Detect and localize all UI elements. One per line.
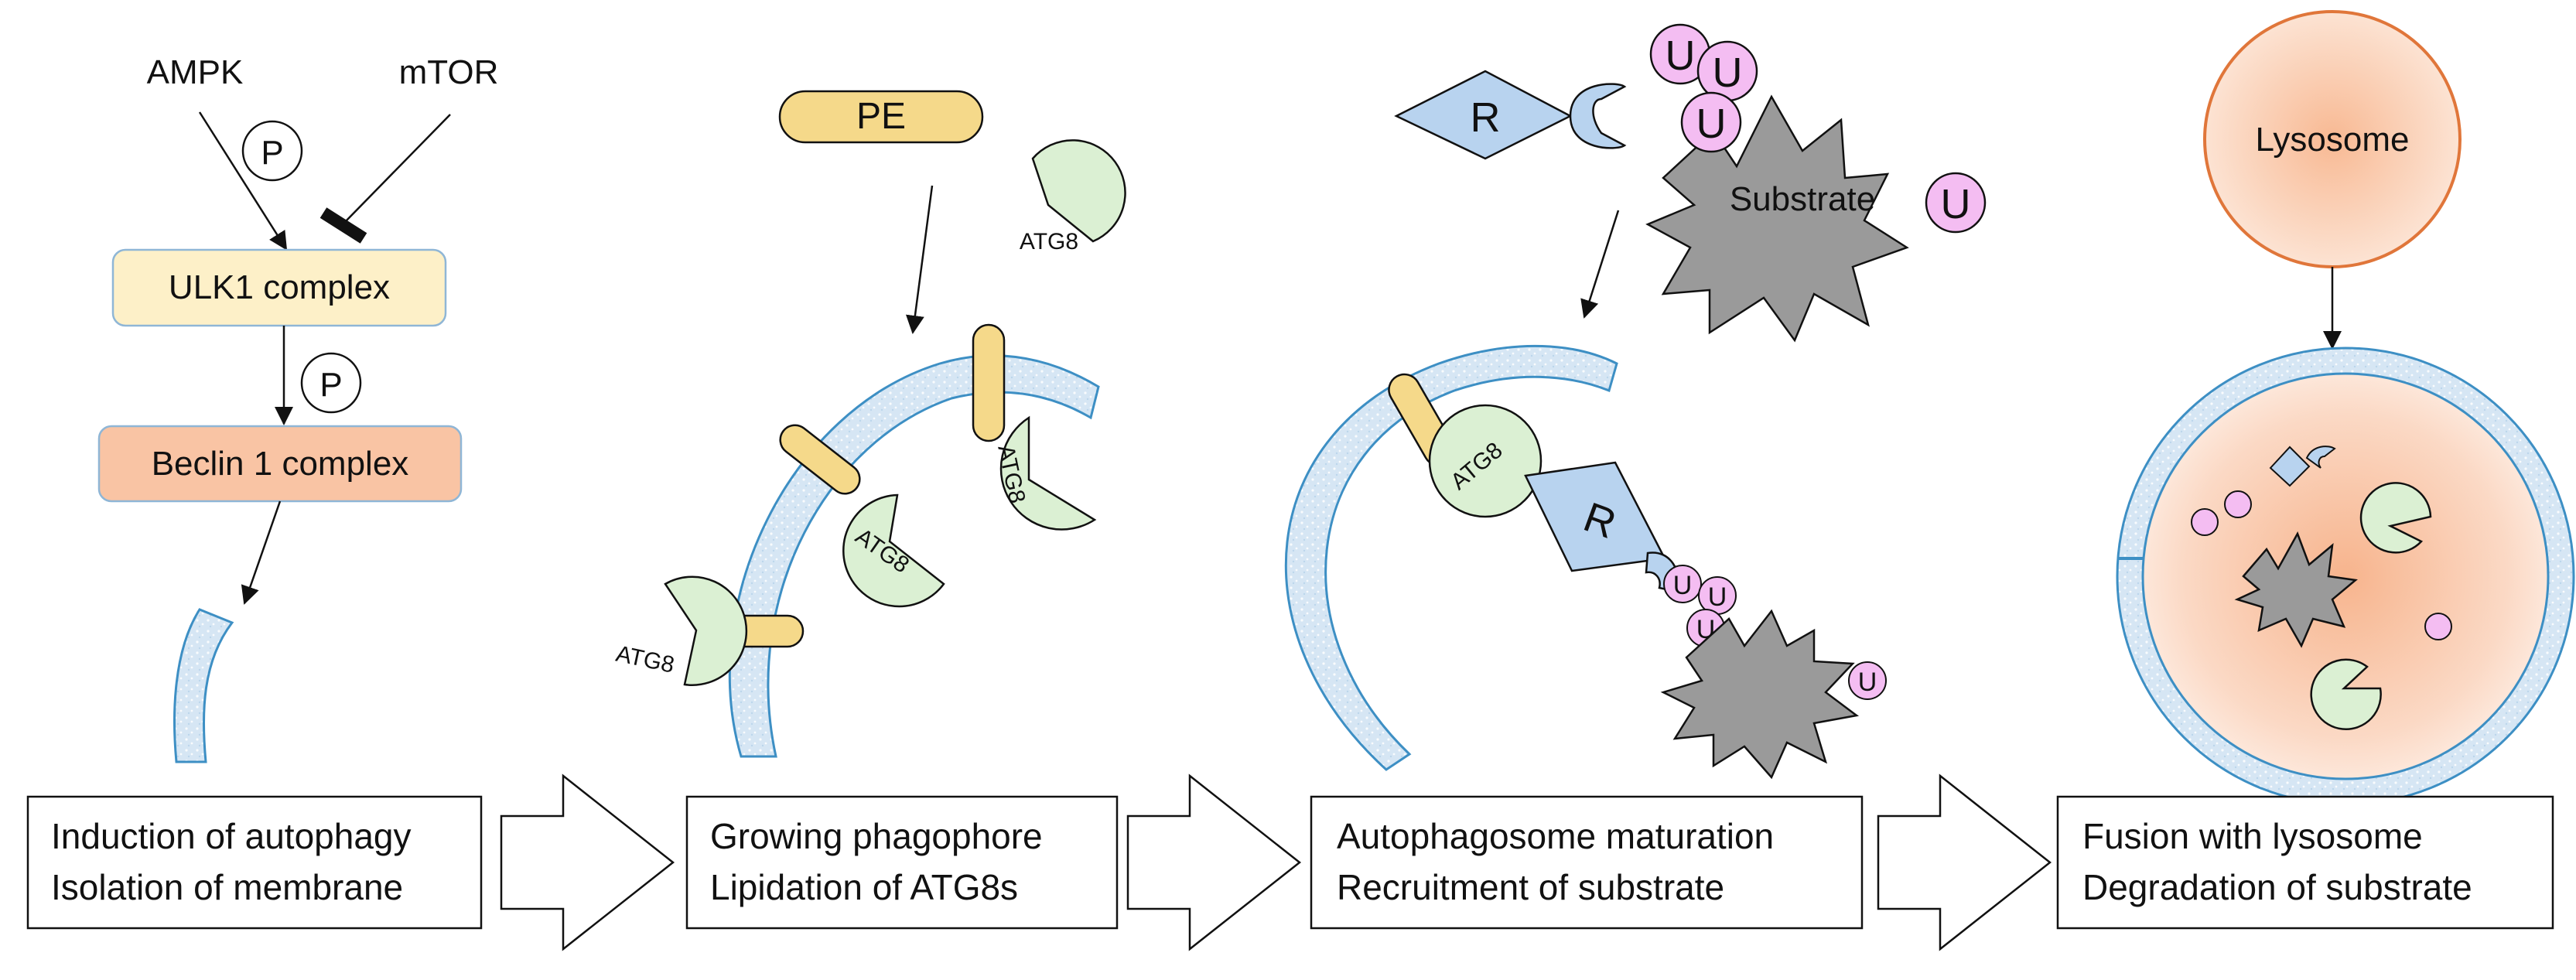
degraded-atg8 [2310, 658, 2382, 730]
ubiquitin-label: U [1673, 571, 1693, 600]
induction-panel: AMPK mTOR P ULK1 complex P Beclin 1 comp… [97, 53, 499, 763]
mtor-label: mTOR [399, 53, 499, 91]
atg8-free: ATG8 [1020, 139, 1126, 254]
recruitment-arrow [1580, 210, 1620, 319]
ubiquitin-label: U [1713, 50, 1743, 96]
growing-phagophore [728, 354, 1100, 758]
substrate-large: Substrate [1645, 94, 1909, 343]
ubiquitin-label: U [1696, 101, 1727, 147]
ulk1-complex-box [111, 248, 447, 327]
ampk-activation-arrow [198, 111, 288, 251]
beclin-to-membrane-arrow [241, 500, 282, 605]
fusion-panel: Lysosome [2116, 10, 2575, 806]
stage-line2: Lipidation of ATG8s [710, 867, 1018, 907]
substrate-bound [1660, 609, 1860, 780]
degraded-ubiquitin [2191, 508, 2219, 536]
anchored-atg8-complex: ATG8 R U U U U [1388, 373, 1887, 780]
stage-box-maturation: Autophagosome maturation Recruitment of … [1310, 795, 1864, 930]
stage-arrow [500, 773, 675, 951]
phospho-badge-2: P [300, 352, 362, 414]
stage-arrow [1126, 773, 1302, 951]
degraded-ubiquitin [2224, 490, 2252, 518]
pe-pill [778, 90, 984, 144]
stage-timeline: Induction of autophagy Isolation of memb… [26, 773, 2554, 951]
stage-line1: Induction of autophagy [51, 816, 411, 856]
stage-line2: Isolation of membrane [51, 867, 403, 907]
autolysosome-lumen [2141, 372, 2550, 780]
ampk-label: AMPK [147, 53, 244, 91]
ulk1-complex-label: ULK1 complex [169, 268, 390, 306]
degraded-substrate [2234, 531, 2358, 648]
stage-line1: Autophagosome maturation [1337, 816, 1774, 856]
stage-line2: Recruitment of substrate [1337, 867, 1724, 907]
atg8-label: ATG8 [613, 641, 676, 678]
stage-box-fusion: Fusion with lysosome Degradation of subs… [2056, 795, 2554, 930]
lipidation-panel: PE ATG8 ATG8 ATG8 ATG8 [613, 90, 1126, 758]
degraded-receptor [2269, 446, 2336, 487]
receptor-label: R [1471, 94, 1501, 141]
stage-box-induction: Induction of autophagy Isolation of memb… [26, 795, 483, 930]
autophagosome-membrane [1284, 344, 1618, 771]
phospho-badge-1: P [241, 120, 303, 182]
ubiquitin-label: U [1666, 32, 1696, 79]
mtor-inhibition-line [343, 114, 451, 224]
atg8-label: ATG8 [1020, 229, 1078, 254]
degraded-atg8 [2359, 482, 2432, 554]
stage-box-phagophore: Growing phagophore Lipidation of ATG8s [685, 795, 1119, 930]
substrate-label: Substrate [1730, 180, 1875, 218]
recruitment-panel: R Substrate U U U U ATG8 [1284, 23, 1987, 780]
stage-line1: Growing phagophore [710, 816, 1043, 856]
stage-line1: Fusion with lysosome [2082, 816, 2423, 856]
ubiquitin-label: U [1708, 582, 1727, 612]
phospho-label: P [319, 366, 342, 404]
ubiquitin-label: U [1858, 668, 1877, 697]
pe-lipidation-arrow [905, 185, 934, 334]
isolation-membrane-fragment [173, 608, 234, 763]
phospho-label: P [261, 134, 283, 172]
beclin1-complex-label: Beclin 1 complex [152, 445, 409, 483]
degraded-ubiquitin [2424, 613, 2452, 640]
ubiquitin-single: U [1925, 172, 1987, 234]
ubiquitin-chain: U U U [1649, 23, 1758, 153]
stage-line2: Degradation of substrate [2082, 867, 2472, 907]
receptor-free: R [1394, 70, 1627, 160]
pe-label: PE [856, 96, 906, 137]
stage-arrow [1877, 773, 2052, 951]
lysosome-label: Lysosome [2256, 121, 2410, 159]
lipidated-atg8: ATG8 [972, 323, 1097, 531]
mtor-inhibition-bar [319, 207, 367, 244]
ubiquitin-label: U [1941, 181, 1971, 227]
